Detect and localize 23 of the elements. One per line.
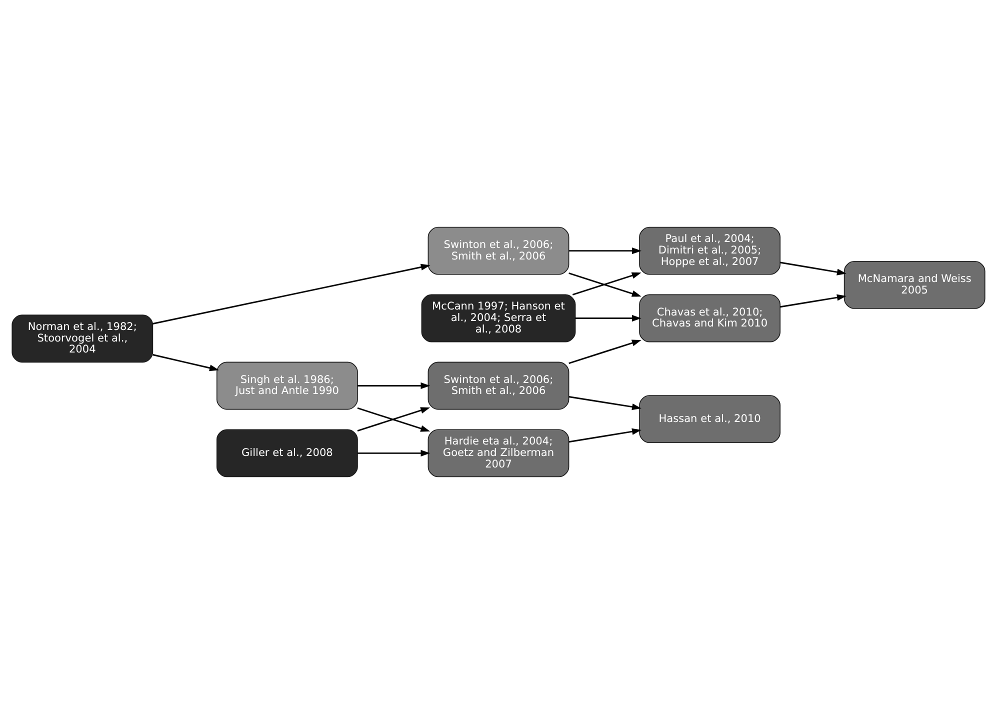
node-box: McNamara and Weiss 2005 xyxy=(844,260,986,309)
arrow xyxy=(780,294,846,308)
node-box: Singh et al. 1986; Just and Antle 1990 xyxy=(216,362,358,410)
arrow xyxy=(568,340,642,364)
node-box: Hardie eta al., 2004; Goetz and Zilberman 2007 xyxy=(428,429,570,478)
arrow xyxy=(152,354,219,372)
arrow xyxy=(780,262,846,276)
arrow xyxy=(568,428,642,443)
arrow xyxy=(568,396,642,410)
arrow xyxy=(358,382,430,390)
node-box: Swinton et al., 2006; Smith et al., 2006 xyxy=(428,226,570,275)
node-box: Chavas et al., 2010; Chavas and Kim 2010 xyxy=(639,294,780,342)
node-box: Paul et al., 2004; Dimitri et al., 2005; Hoppe et al., 2007 xyxy=(639,226,780,275)
arrow xyxy=(575,314,642,322)
arrow xyxy=(152,264,430,324)
node-box: Hassan et al., 2010 xyxy=(639,395,780,444)
node-box: Norman et al., 1982; Stoorvogel et al., 2004 xyxy=(12,314,154,363)
node-box: Swinton et al., 2006; Smith et al., 2006 xyxy=(428,362,570,410)
node-box: McCann 1997; Hanson et al., 2004; Serra et al., 2008 xyxy=(421,294,576,342)
arrow xyxy=(568,248,642,254)
node-box: Giller et al., 2008 xyxy=(216,429,358,478)
arrow xyxy=(357,407,430,432)
arrow xyxy=(358,450,430,456)
